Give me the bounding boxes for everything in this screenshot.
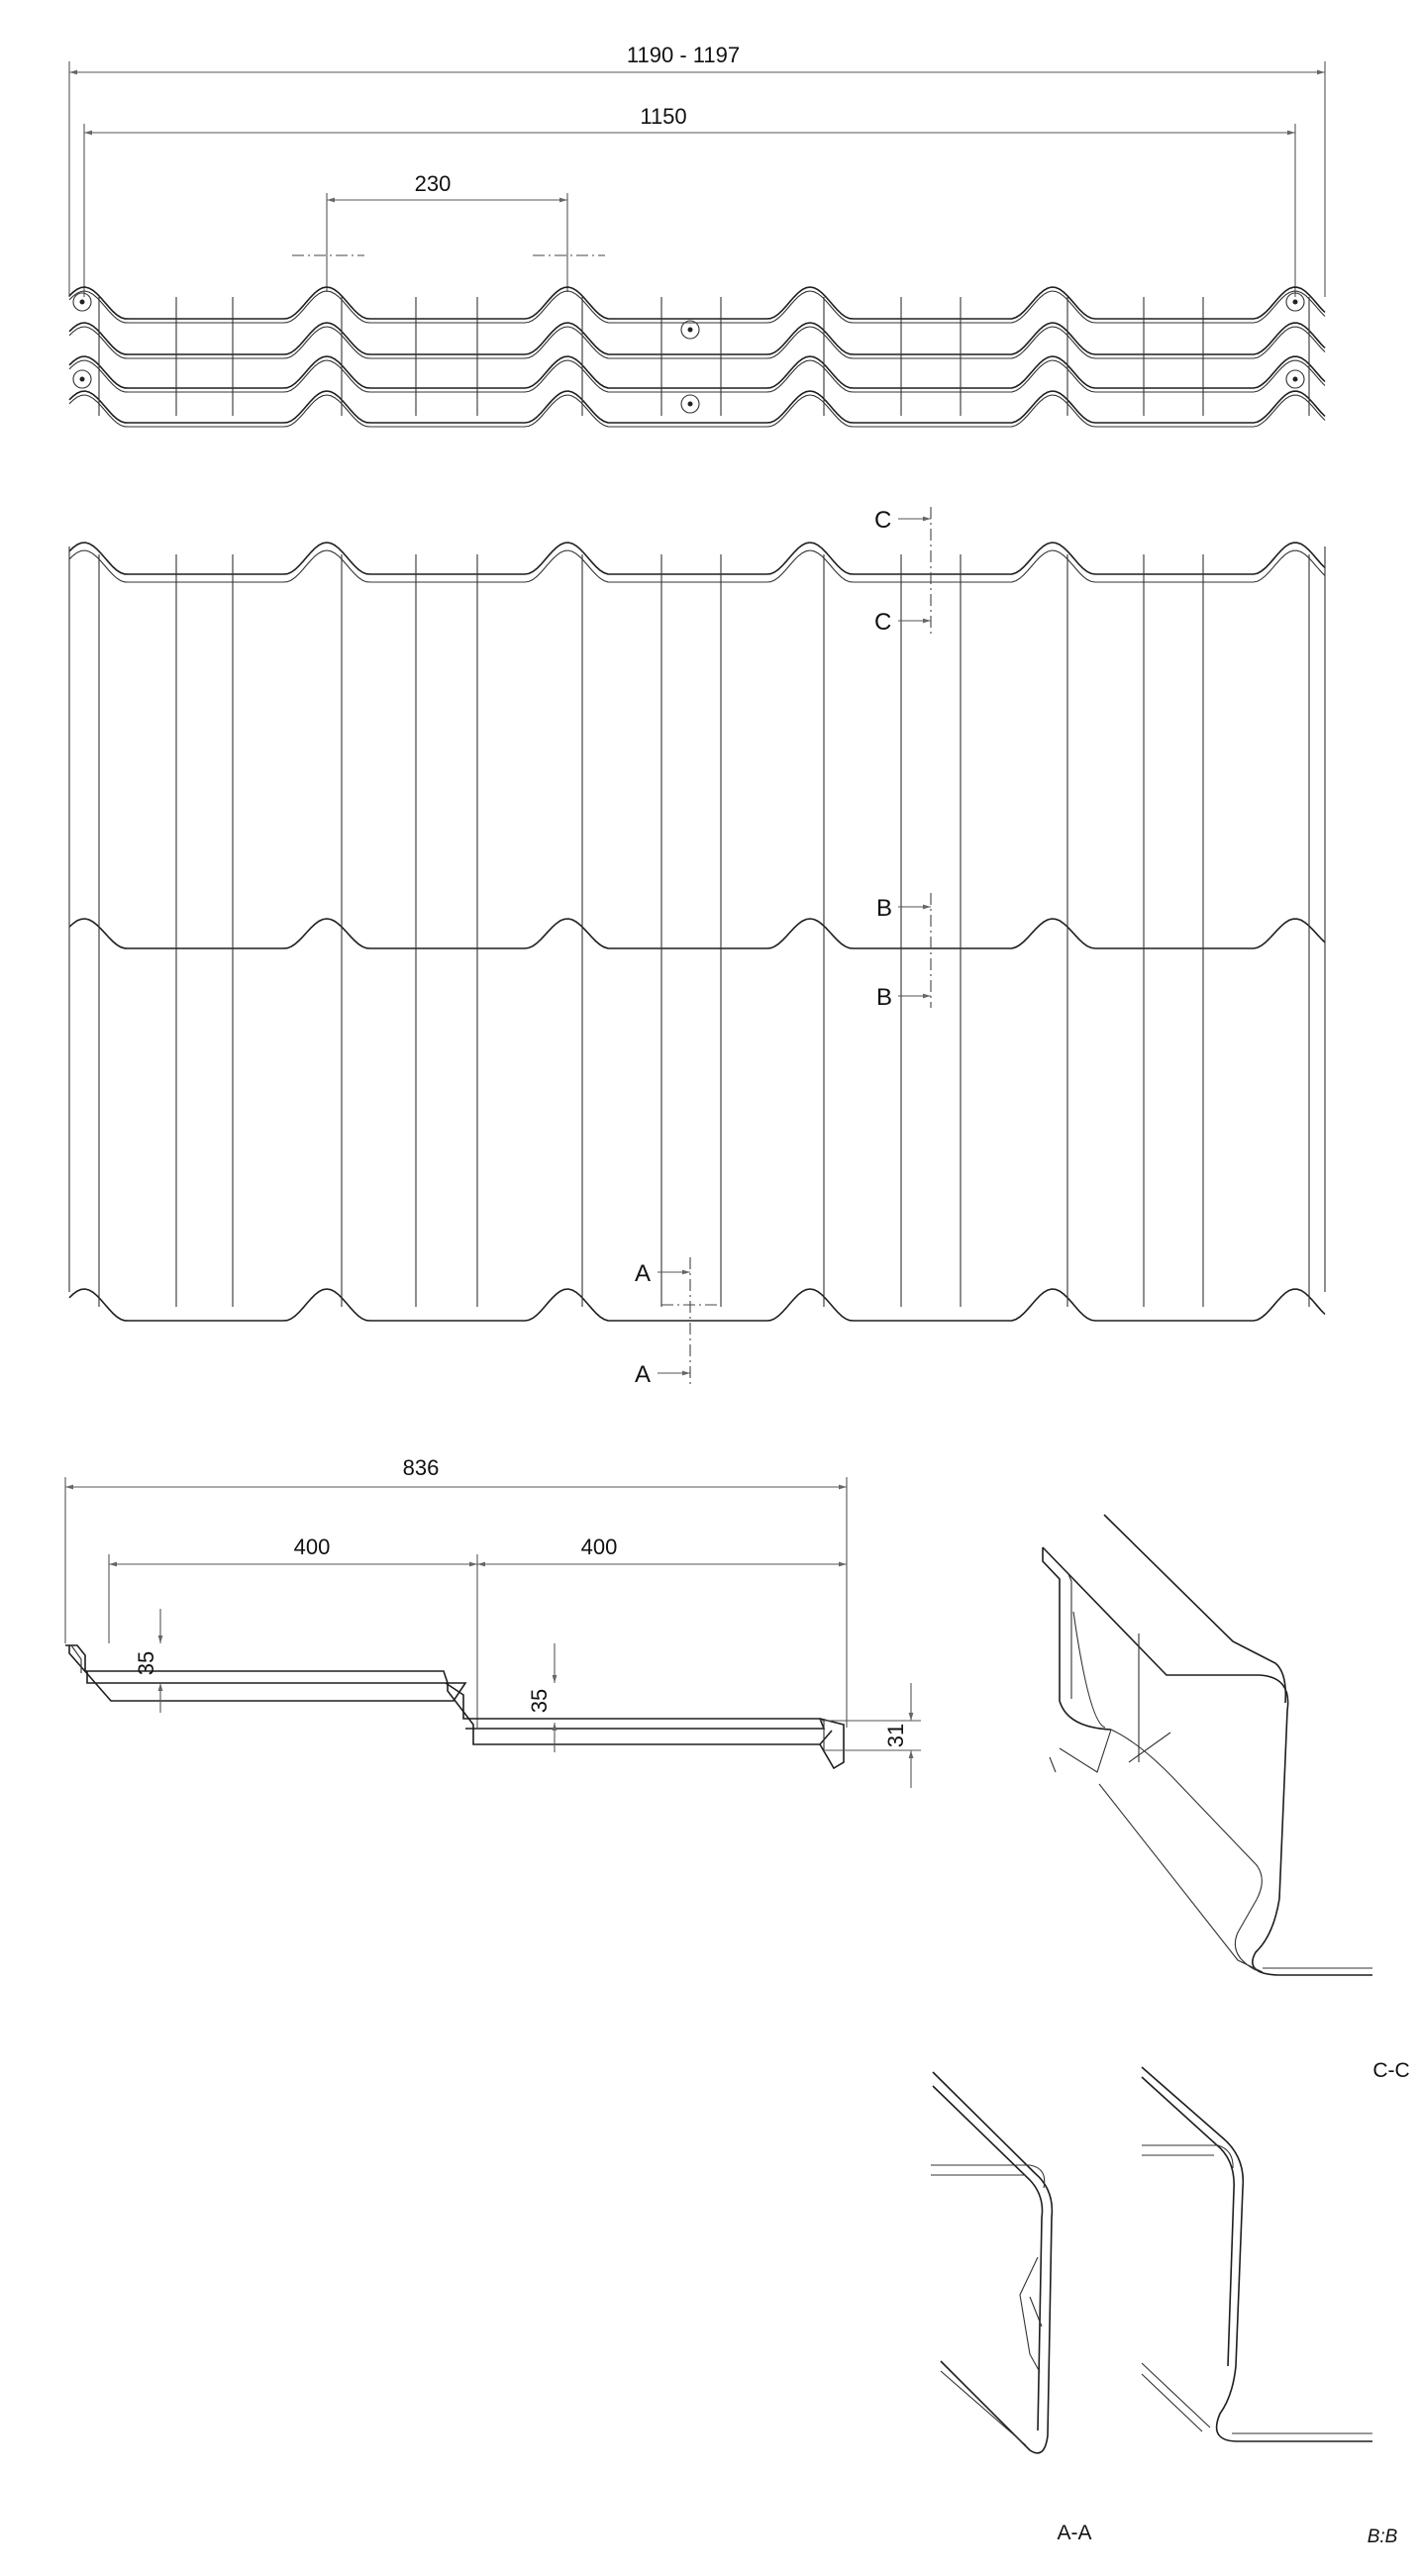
profile-line (68, 355, 1326, 389)
profile-line-inner (68, 359, 1326, 393)
profile-line-inner (68, 394, 1326, 428)
profile-line-inner (68, 290, 1326, 324)
sheet-plan-view: C C B B A A (68, 507, 1326, 1388)
dim-wave-pitch: 230 (415, 171, 452, 196)
wave-middle-line (68, 918, 1326, 949)
dim-step-height-1: 35 (134, 1651, 158, 1675)
section-marker-b-bottom: B (876, 984, 892, 1011)
section-label-b-b: B:B (1368, 2526, 1398, 2547)
section-a-a-view: A-A (931, 2071, 1092, 2544)
section-b-b-view: C-C B:B (1141, 2059, 1410, 2547)
wave-bottom-line (68, 1288, 1326, 1322)
section-marker-b-top: B (876, 895, 892, 922)
section-marker-c-bottom: C (874, 609, 891, 636)
wave-top-line (68, 542, 1326, 575)
screw-icon (72, 292, 92, 312)
step-side-view: 836 400 400 35 35 31 (64, 1455, 921, 1788)
section-label-a-a: A-A (1057, 2522, 1091, 2544)
profile-line (68, 286, 1326, 320)
dim-step-length-1: 400 (294, 1535, 331, 1559)
profile-fold-lines (98, 297, 1310, 416)
dim-cover-width: 1150 (640, 104, 686, 129)
profile-line (68, 390, 1326, 424)
wave-top-inner (68, 549, 1326, 583)
dim-step-length-2: 400 (581, 1535, 618, 1559)
dim-end-height: 31 (883, 1724, 908, 1747)
profile-line-inner (68, 326, 1326, 359)
screw-icon (1285, 292, 1305, 312)
screw-icon (1285, 369, 1305, 389)
screw-icon (680, 394, 700, 414)
section-marker-a-top: A (635, 1260, 651, 1287)
profile-end-view: 1190 - 1197 1150 230 (68, 43, 1326, 428)
section-marker-a-bottom: A (635, 1361, 651, 1388)
plan-wave-lines (68, 542, 1326, 1322)
screw-icon (680, 320, 700, 340)
dim-step-height-2: 35 (527, 1689, 552, 1713)
profile-line (68, 322, 1326, 355)
section-label-c-c: C-C (1372, 2059, 1409, 2082)
screw-icon (72, 369, 92, 389)
dim-overall-width: 1190 - 1197 (627, 43, 740, 67)
stacked-profile-lines (68, 286, 1326, 428)
section-marker-c-top: C (874, 507, 891, 534)
plan-fold-lines (98, 554, 1310, 1307)
iso-detail-view (1042, 1514, 1372, 1976)
dim-panel-length: 836 (403, 1455, 440, 1480)
